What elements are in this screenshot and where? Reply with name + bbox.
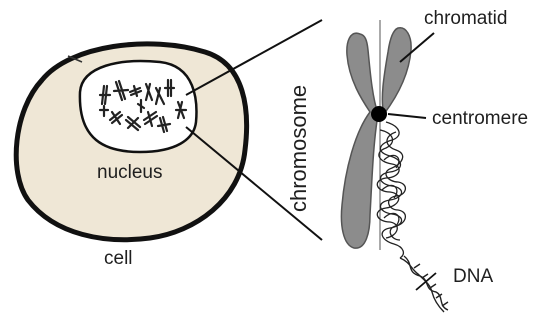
label-chromosome: chromosome — [286, 85, 311, 212]
label-nucleus: nucleus — [97, 162, 163, 183]
chromatid-right — [382, 28, 411, 114]
pointer-centromere — [388, 114, 426, 118]
centromere-dot — [371, 106, 387, 122]
label-chromatid: chromatid — [424, 8, 507, 29]
label-dna: DNA — [453, 266, 493, 287]
chromatin-coil — [377, 122, 405, 258]
chromatid-left — [341, 33, 378, 248]
label-cell: cell — [104, 248, 133, 269]
label-centromere: centromere — [432, 108, 528, 129]
